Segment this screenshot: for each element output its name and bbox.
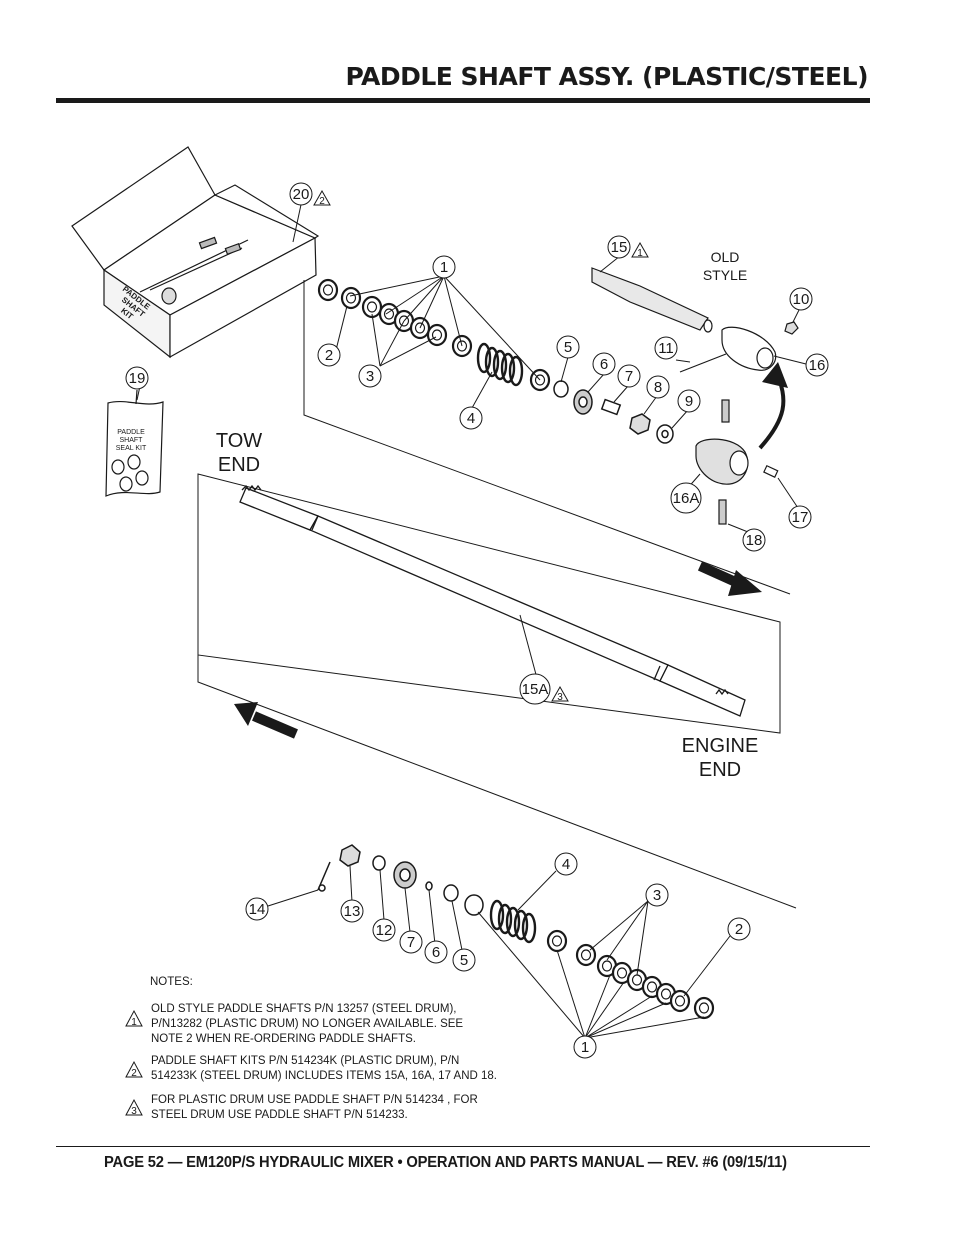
note-flags-diagram	[313, 189, 649, 702]
svg-text:1: 1	[581, 1039, 589, 1056]
seal-kit-bag	[105, 389, 164, 497]
svg-text:12: 12	[376, 922, 393, 939]
svg-text:1: 1	[131, 1017, 137, 1028]
engine-end-label-2: END	[699, 759, 741, 781]
title-rule	[56, 98, 870, 103]
engine-end-label-1: ENGINE	[682, 735, 759, 757]
svg-text:6: 6	[432, 944, 440, 961]
svg-text:3: 3	[131, 1106, 137, 1117]
svg-text:PADDLE SHAFT KITS P/N 514234K: PADDLE SHAFT KITS P/N 514234K (PLASTIC D…	[151, 1055, 459, 1067]
svg-text:11: 11	[658, 340, 674, 357]
svg-text:8: 8	[654, 379, 662, 396]
callout-labels: 20 19 1 2 3 4 5 6 7 8 9 10 11 15 16 16A …	[129, 186, 826, 1056]
svg-text:13: 13	[344, 903, 361, 920]
callouts	[125, 182, 829, 1059]
rotation-arrow-head	[762, 362, 788, 388]
main-shaft-panel	[197, 473, 781, 734]
svg-text:19: 19	[129, 370, 146, 387]
leader-lines	[136, 251, 807, 1039]
old-style-label-1: OLD	[711, 249, 740, 265]
svg-text:1: 1	[440, 259, 448, 276]
footer-rule	[56, 1146, 870, 1147]
svg-text:10: 10	[793, 291, 810, 308]
svg-text:2: 2	[319, 196, 325, 207]
svg-text:2: 2	[325, 347, 333, 364]
svg-text:2: 2	[131, 1068, 137, 1079]
page-title: PADDLE SHAFT ASSY. (PLASTIC/STEEL)	[345, 62, 868, 91]
tow-direction-arrow	[234, 702, 298, 739]
old-style-label-2: STYLE	[703, 267, 747, 283]
svg-text:15: 15	[611, 239, 628, 256]
svg-text:6: 6	[600, 356, 608, 373]
note-flag-labels: 2 1 3	[319, 196, 643, 703]
svg-text:17: 17	[792, 509, 809, 526]
tow-end-label-2: END	[218, 454, 260, 476]
lower-spring	[489, 899, 537, 944]
lower-small-parts	[317, 844, 484, 916]
svg-text:7: 7	[407, 934, 415, 951]
svg-text:15A: 15A	[522, 681, 549, 698]
svg-text:16A: 16A	[673, 490, 700, 507]
note-1: 1 OLD STYLE PADDLE SHAFTS P/N 13257 (STE…	[125, 1003, 463, 1045]
paddle-shaft-kit-box	[71, 146, 320, 359]
svg-text:FOR PLASTIC DRUM USE PADDLE SH: FOR PLASTIC DRUM USE PADDLE SHAFT P/N 51…	[151, 1094, 478, 1106]
seal-kit-label-2: SHAFT	[120, 437, 144, 444]
svg-text:P/N13282 (PLASTIC DRUM) NO LON: P/N13282 (PLASTIC DRUM) NO LONGER AVAILA…	[151, 1018, 463, 1030]
svg-text:3: 3	[653, 887, 661, 904]
svg-text:9: 9	[685, 393, 693, 410]
svg-text:3: 3	[366, 368, 374, 385]
svg-text:5: 5	[564, 339, 572, 356]
upper-parts-panel	[303, 280, 791, 595]
engine-direction-arrow	[697, 561, 762, 596]
old-style-shaft	[591, 267, 799, 373]
svg-text:20: 20	[293, 186, 310, 203]
paddle-shaft-15a	[239, 484, 746, 717]
page-footer: PAGE 52 — EM120P/S HYDRAULIC MIXER • OPE…	[104, 1154, 787, 1171]
upper-spring	[476, 342, 524, 387]
svg-text:1: 1	[637, 248, 643, 259]
svg-text:514233K (STEEL DRUM) INCLUDES: 514233K (STEEL DRUM) INCLUDES ITEMS 15A,…	[151, 1070, 497, 1082]
svg-text:16: 16	[809, 357, 826, 374]
lower-seal-washers	[546, 929, 715, 1020]
svg-text:4: 4	[467, 410, 475, 427]
svg-text:4: 4	[562, 856, 570, 873]
seal-kit-label-3: SEAL KIT	[116, 445, 147, 452]
note-3: 3 FOR PLASTIC DRUM USE PADDLE SHAFT P/N …	[125, 1094, 478, 1121]
notes-heading: NOTES:	[150, 976, 193, 988]
svg-text:18: 18	[746, 532, 763, 549]
svg-text:OLD STYLE PADDLE SHAFTS P/N 13: OLD STYLE PADDLE SHAFTS P/N 13257 (STEEL…	[151, 1003, 456, 1015]
lower-panel-edge	[197, 655, 797, 909]
tow-end-label-1: TOW	[216, 430, 262, 452]
seal-kit-label-1: PADDLE	[117, 429, 145, 436]
svg-text:STEEL DRUM USE PADDLE SHAFT P/: STEEL DRUM USE PADDLE SHAFT P/N 514233.	[151, 1109, 408, 1121]
svg-text:7: 7	[625, 368, 633, 385]
svg-text:14: 14	[249, 901, 266, 918]
svg-text:5: 5	[460, 952, 468, 969]
svg-text:3: 3	[557, 692, 563, 703]
svg-text:NOTE 2 WHEN RE-ORDERING PADDLE: NOTE 2 WHEN RE-ORDERING PADDLE SHAFTS.	[151, 1033, 416, 1045]
svg-text:2: 2	[735, 921, 743, 938]
note-2: 2 PADDLE SHAFT KITS P/N 514234K (PLASTIC…	[125, 1055, 497, 1082]
coupling-16a	[695, 399, 779, 525]
